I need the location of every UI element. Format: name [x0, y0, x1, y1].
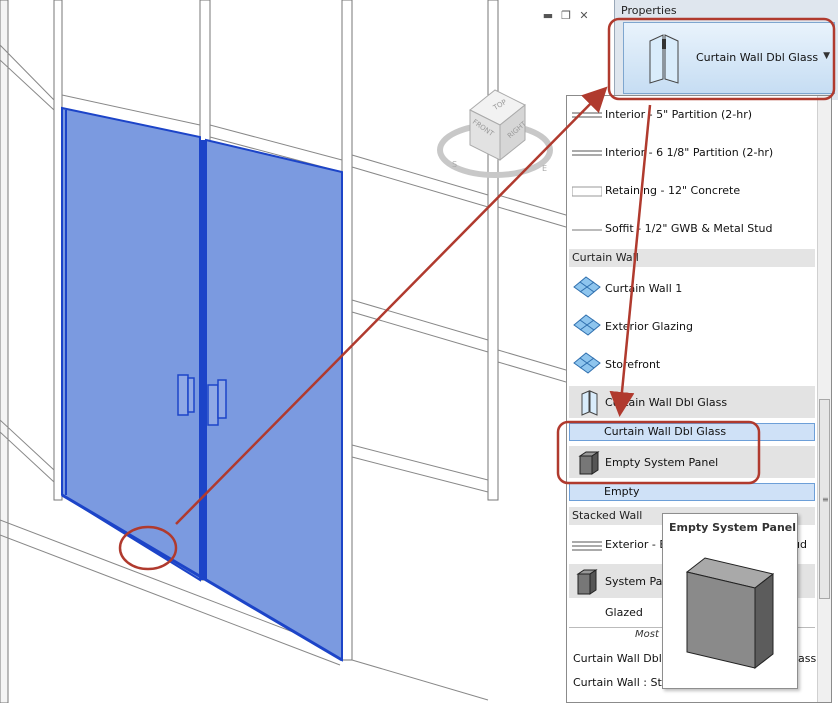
basic-wall-icon [572, 150, 602, 156]
list-item[interactable]: Curtain Wall Dbl Glass [569, 386, 815, 418]
type-preview-tooltip: Empty System Panel [662, 513, 798, 689]
curtain-wall-dbl-glass-icon [649, 34, 679, 84]
3d-viewport[interactable]: ▬ ❐ ✕ TOP FRONT RIGHT S E [0, 0, 600, 703]
system-panel-icon [578, 451, 600, 475]
compass-e-label: E [542, 164, 548, 173]
curtain-wall-dbl-glass-icon [581, 390, 598, 416]
highlighted-item-curtain-wall-dbl-glass[interactable]: Curtain Wall Dbl Glass [569, 423, 815, 441]
dropdown-scrollbar[interactable]: ≡ [817, 96, 831, 702]
curtain-grid-icon [573, 276, 601, 298]
list-item-empty-system-panel[interactable]: Empty System Panel [569, 446, 815, 478]
close-icon[interactable]: ✕ [579, 9, 589, 22]
restore-icon[interactable]: ❐ [561, 9, 571, 22]
dropdown-arrow-icon[interactable]: ▼ [823, 51, 830, 61]
recent-item[interactable]: Curtain Wall Dbl [573, 652, 662, 665]
properties-title: Properties [621, 4, 677, 17]
stacked-wall-icon [572, 541, 602, 551]
tooltip-title: Empty System Panel [669, 521, 797, 534]
group-header-curtain-wall: Curtain Wall [569, 249, 815, 267]
curtain-grid-icon [573, 352, 601, 374]
minimize-icon[interactable]: ▬ [542, 9, 554, 22]
scrollbar-thumb[interactable]: ≡ [819, 399, 830, 599]
selected-type-label: Curtain Wall Dbl Glass [696, 51, 819, 64]
system-panel-preview-icon [685, 557, 775, 670]
system-panel-icon [576, 569, 598, 595]
type-selector[interactable]: Curtain Wall Dbl Glass ▼ [623, 22, 835, 94]
scroll-grip-icon: ≡ [822, 495, 829, 504]
basic-wall-icon [572, 112, 602, 118]
recent-item-suffix: lass [795, 652, 817, 665]
highlighted-item-empty[interactable]: Empty [569, 483, 815, 501]
compass-s-label: S [452, 160, 458, 169]
curtain-grid-icon [573, 314, 601, 336]
properties-panel: Properties Curtain Wall Dbl Glass ▼ [614, 0, 838, 100]
soffit-icon [572, 229, 602, 231]
recent-item[interactable]: Curtain Wall : Sto [573, 676, 669, 689]
retaining-wall-icon [572, 186, 602, 197]
curtain-wall-drawing [0, 0, 600, 703]
